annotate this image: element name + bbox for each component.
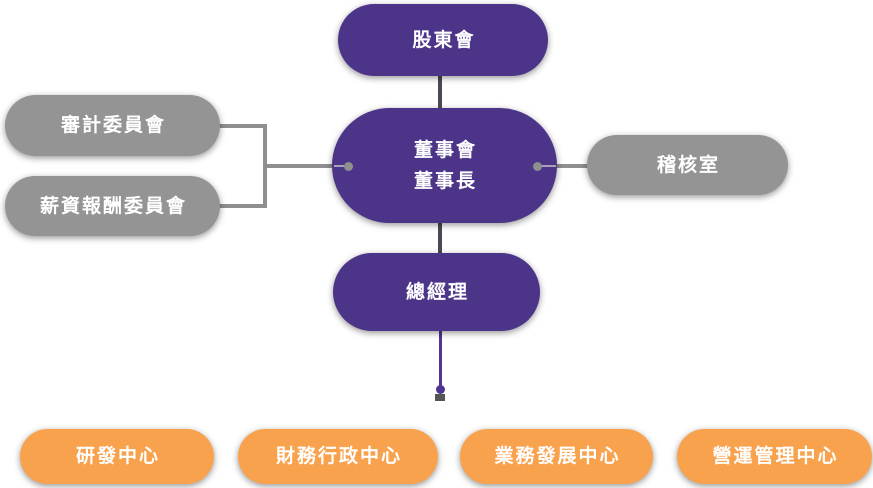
connector-audit-committee-stub bbox=[214, 123, 267, 128]
node-operations-management-center: 營運管理中心 bbox=[677, 429, 872, 484]
node-business-development-center: 業務發展中心 bbox=[460, 429, 653, 484]
shareholders-meeting-label: 股東會 bbox=[412, 28, 476, 51]
business-development-center-label: 業務發展中心 bbox=[494, 445, 621, 468]
rd-center-label: 研發中心 bbox=[75, 445, 160, 468]
connector-shareholders-board bbox=[438, 74, 442, 110]
node-compensation-committee: 薪資報酬委員會 bbox=[5, 176, 220, 236]
node-rd-center: 研發中心 bbox=[20, 429, 214, 484]
audit-office-label: 稽核室 bbox=[656, 153, 720, 176]
general-manager-label: 總經理 bbox=[405, 280, 469, 303]
node-audit-office: 稽核室 bbox=[587, 135, 788, 195]
node-general-manager: 總經理 bbox=[333, 253, 540, 331]
node-audit-committee: 審計委員會 bbox=[5, 95, 220, 156]
finance-admin-center-label: 財務行政中心 bbox=[275, 445, 402, 468]
node-board-chairman: 董事會 董事長 bbox=[332, 108, 557, 223]
connector-dot-board-right bbox=[532, 161, 542, 171]
connector-compensation-committee-stub bbox=[214, 204, 267, 208]
connector-dot-bottom bbox=[435, 384, 445, 394]
connector-bracket-board bbox=[263, 164, 350, 168]
connector-dot-board-left bbox=[343, 161, 353, 171]
connector-board-general-manager bbox=[438, 221, 442, 255]
connector-overlap-left bbox=[334, 165, 344, 167]
chairman-label: 董事長 bbox=[413, 169, 477, 192]
audit-committee-label: 審計委員會 bbox=[60, 114, 166, 137]
operations-management-center-label: 營運管理中心 bbox=[712, 445, 839, 468]
node-finance-admin-center: 財務行政中心 bbox=[238, 429, 438, 484]
connector-overlap-right bbox=[541, 165, 556, 167]
connector-general-manager-down bbox=[438, 329, 442, 386]
connector-board-audit-office bbox=[534, 164, 591, 168]
compensation-committee-label: 薪資報酬委員會 bbox=[39, 194, 187, 217]
node-shareholders-meeting: 股東會 bbox=[338, 4, 548, 76]
board-label: 董事會 bbox=[413, 138, 477, 161]
connector-stub-tick bbox=[435, 394, 445, 401]
